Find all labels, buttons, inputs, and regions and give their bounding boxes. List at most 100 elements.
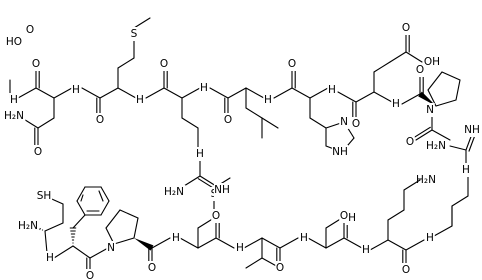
atom-label-bg-h2n_arg2 xyxy=(162,185,186,199)
glu-sidechain-2 xyxy=(389,51,407,63)
pro1-co-wedge xyxy=(134,238,154,251)
atom-label-o-lys: O xyxy=(402,264,410,276)
atom-label-nh-arg1: H xyxy=(426,232,434,244)
met1-ca-co xyxy=(197,237,217,249)
atom-label-nh-his-ring: NH xyxy=(332,146,348,158)
pro2-co-wedge xyxy=(418,91,436,106)
atom-label-h2n-cys: H₂N xyxy=(18,220,38,232)
atom-label-nh-leu2: H xyxy=(10,94,18,106)
atom-label-bg-o_glu_acid xyxy=(401,21,411,35)
ser-ca-co xyxy=(325,237,345,249)
atom-label-oh-glu: OH xyxy=(424,56,440,68)
met2-sidechain-1 xyxy=(117,57,135,69)
atom-label-bg-o_phe xyxy=(85,269,95,280)
arg1-co-b xyxy=(413,126,431,138)
ile-co-nh xyxy=(279,237,299,249)
his-nh-ca xyxy=(309,87,329,99)
arg2-guan-nh-a xyxy=(199,175,217,187)
atom-label-bg-h2n_cys xyxy=(16,219,40,233)
arg2-guan-nh2 xyxy=(183,175,201,187)
atom-label-bg-nh_leu1 xyxy=(263,93,273,107)
atom-label-bg-o_arg2 xyxy=(159,57,169,71)
glu-co-nh xyxy=(337,91,357,103)
pro2-arg1-co xyxy=(431,129,451,141)
atom-label-bg-o_ser xyxy=(339,209,349,223)
his-sidechain-1 xyxy=(309,117,327,129)
phe-ring-4 xyxy=(76,186,86,202)
atom-label-bg-o_met1 xyxy=(211,209,221,223)
atom-label-bg-nh_his_ring xyxy=(331,145,349,159)
atom-label-o-ser: O xyxy=(340,210,348,222)
atom-label-bg-n_his_ring xyxy=(339,115,349,129)
phe-ring-1 xyxy=(100,200,110,216)
atom-label-nh-ile: H xyxy=(236,242,244,254)
phe-ring-5 xyxy=(76,200,86,216)
atom-label-s-met2: S xyxy=(131,28,138,40)
arg2-sidechain-1 xyxy=(181,117,199,129)
atom-label-o-leu1: O xyxy=(224,114,232,126)
atom-label-nh-asn: H xyxy=(72,84,80,96)
atom-label-bg-sh_cys xyxy=(35,189,53,203)
arg2-ca-co xyxy=(163,87,183,99)
atom-label-nh-arg1-guan: H xyxy=(462,164,470,176)
arg1-sidechain-1 xyxy=(451,195,469,207)
pro1-ring-1 xyxy=(133,217,139,239)
lys-co-nh xyxy=(405,239,425,251)
arg2-co-nh xyxy=(145,87,165,99)
ile-methyl xyxy=(245,257,263,269)
arg2-nh-ca xyxy=(181,87,201,99)
met1-co-nh xyxy=(215,237,235,249)
atom-label-o-glu-acid: O xyxy=(402,22,410,34)
his-co-nh xyxy=(273,87,293,99)
phe-ch2-ring xyxy=(72,214,86,229)
pro1-ring-3 xyxy=(105,209,121,229)
arg1-nh-ca xyxy=(433,225,453,237)
glu-sidechain-1 xyxy=(373,61,391,73)
atom-label-bg-nh_his xyxy=(327,83,337,97)
ser-co-nh xyxy=(343,237,363,249)
atom-label-bg-nh_asn xyxy=(71,83,81,97)
ile-ca-co xyxy=(261,237,281,249)
atom-label-nh-ser: H xyxy=(300,232,308,244)
pro2-ring-3 xyxy=(427,71,443,91)
arg1-co-a xyxy=(415,129,433,141)
atom-label-bg-o_glu xyxy=(351,117,361,131)
arg1-guan-nh2 xyxy=(449,145,467,151)
atom-label-h2n-lys: H₂N xyxy=(416,174,436,186)
atom-label-nh-arg2-eq: NH xyxy=(214,184,230,196)
ser-nh-ca xyxy=(307,237,327,249)
atom-label-bg-nh_glu xyxy=(391,97,401,111)
atom-label-bg-o_ile xyxy=(275,261,285,275)
lys-nh-ca xyxy=(369,239,389,251)
atom-label-o-his: O xyxy=(288,58,296,70)
leu1-methyl xyxy=(261,117,279,129)
atom-label-o-leu2: O xyxy=(26,24,34,36)
glu-nh-ca xyxy=(373,91,393,103)
atom-label-n-pro1: N xyxy=(107,242,115,254)
atom-label-o-asn: O xyxy=(32,58,40,70)
atom-label-bg-s_met2 xyxy=(129,27,139,41)
atom-label-bg-n_pro2 xyxy=(425,103,435,117)
atom-label-bg-nh_lys xyxy=(361,243,371,257)
atom-label-nh-arg2-guan: H xyxy=(196,148,204,160)
atom-label-nh-leu1: H xyxy=(264,94,272,106)
asn-nh-ca xyxy=(53,87,73,99)
leu1-nh-ca xyxy=(245,87,265,99)
atom-label-nh-phe: H xyxy=(46,252,54,264)
leu1-co-nh xyxy=(209,87,229,99)
asn-sidechain-1 xyxy=(37,117,55,129)
atom-label-bg-nh_arg2_guan xyxy=(195,147,205,161)
atom-label-bg-nh_arg2_eq xyxy=(213,183,231,197)
atom-label-o-met2: O xyxy=(96,114,104,126)
atom-label-bg-o_asn xyxy=(31,57,41,71)
atom-label-o-glu: O xyxy=(352,118,360,130)
atom-label-nh-lys: H xyxy=(362,244,370,256)
lys-sidechain-1 xyxy=(387,209,405,221)
atom-label-o-pro2: O xyxy=(416,64,424,76)
atom-label-bg-o_met2 xyxy=(95,113,105,127)
met2-s-ch3 xyxy=(133,17,151,29)
atom-label-bg-nh_met2 xyxy=(135,93,145,107)
atom-label-n-his-ring: N xyxy=(340,116,348,128)
pro2-co-nh xyxy=(401,93,421,105)
